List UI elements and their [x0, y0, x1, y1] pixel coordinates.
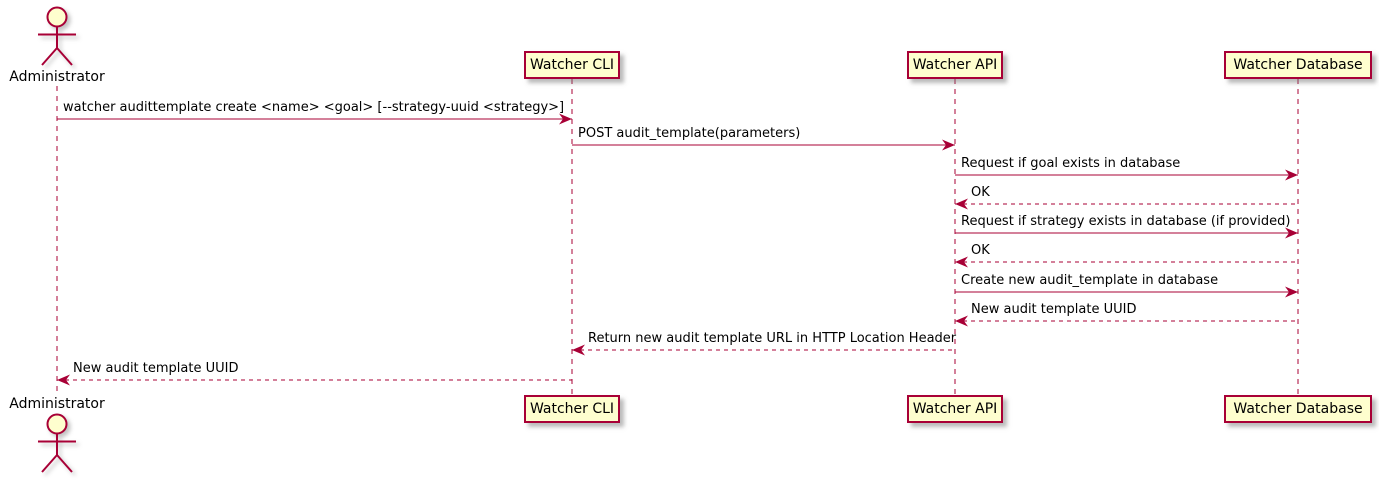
message-arrow-4 [955, 227, 1298, 239]
message-label-3: OK [971, 185, 990, 200]
message-label-2: Request if goal exists in database [961, 156, 1181, 171]
participant-box-watcher-cli-top: Watcher CLI [524, 51, 620, 79]
message-label-0: watcher audittemplate create <name> <goa… [63, 100, 565, 115]
administrator-actor-icon-bottom [38, 413, 76, 473]
actor-label-top-administrator: Administrator [9, 69, 105, 85]
message-arrow-1 [572, 139, 955, 151]
message-arrow-6 [955, 286, 1298, 298]
message-label-9: New audit template UUID [73, 361, 239, 376]
message-label-1: POST audit_template(parameters) [578, 126, 801, 141]
message-arrow-8 [572, 344, 955, 356]
message-arrow-5 [955, 256, 1298, 268]
actor-label-bottom-administrator: Administrator [9, 396, 105, 412]
message-arrow-7 [955, 315, 1298, 327]
message-label-7: New audit template UUID [971, 302, 1137, 317]
message-arrow-0 [57, 113, 572, 125]
message-arrow-3 [955, 198, 1298, 210]
message-label-6: Create new audit_template in database [961, 273, 1219, 288]
participant-box-watcher-database-top: Watcher Database [1224, 51, 1372, 79]
message-label-8: Return new audit template URL in HTTP Lo… [588, 331, 957, 346]
message-arrow-9 [57, 374, 572, 386]
participant-box-watcher-cli-bottom: Watcher CLI [524, 395, 620, 423]
participant-box-watcher-api-bottom: Watcher API [907, 395, 1003, 423]
message-arrow-2 [955, 169, 1298, 181]
participant-box-watcher-api-top: Watcher API [907, 51, 1003, 79]
message-label-4: Request if strategy exists in database (… [961, 214, 1291, 229]
participant-box-watcher-database-bottom: Watcher Database [1224, 395, 1372, 423]
message-label-5: OK [971, 243, 990, 258]
administrator-actor-icon-top [38, 6, 76, 66]
